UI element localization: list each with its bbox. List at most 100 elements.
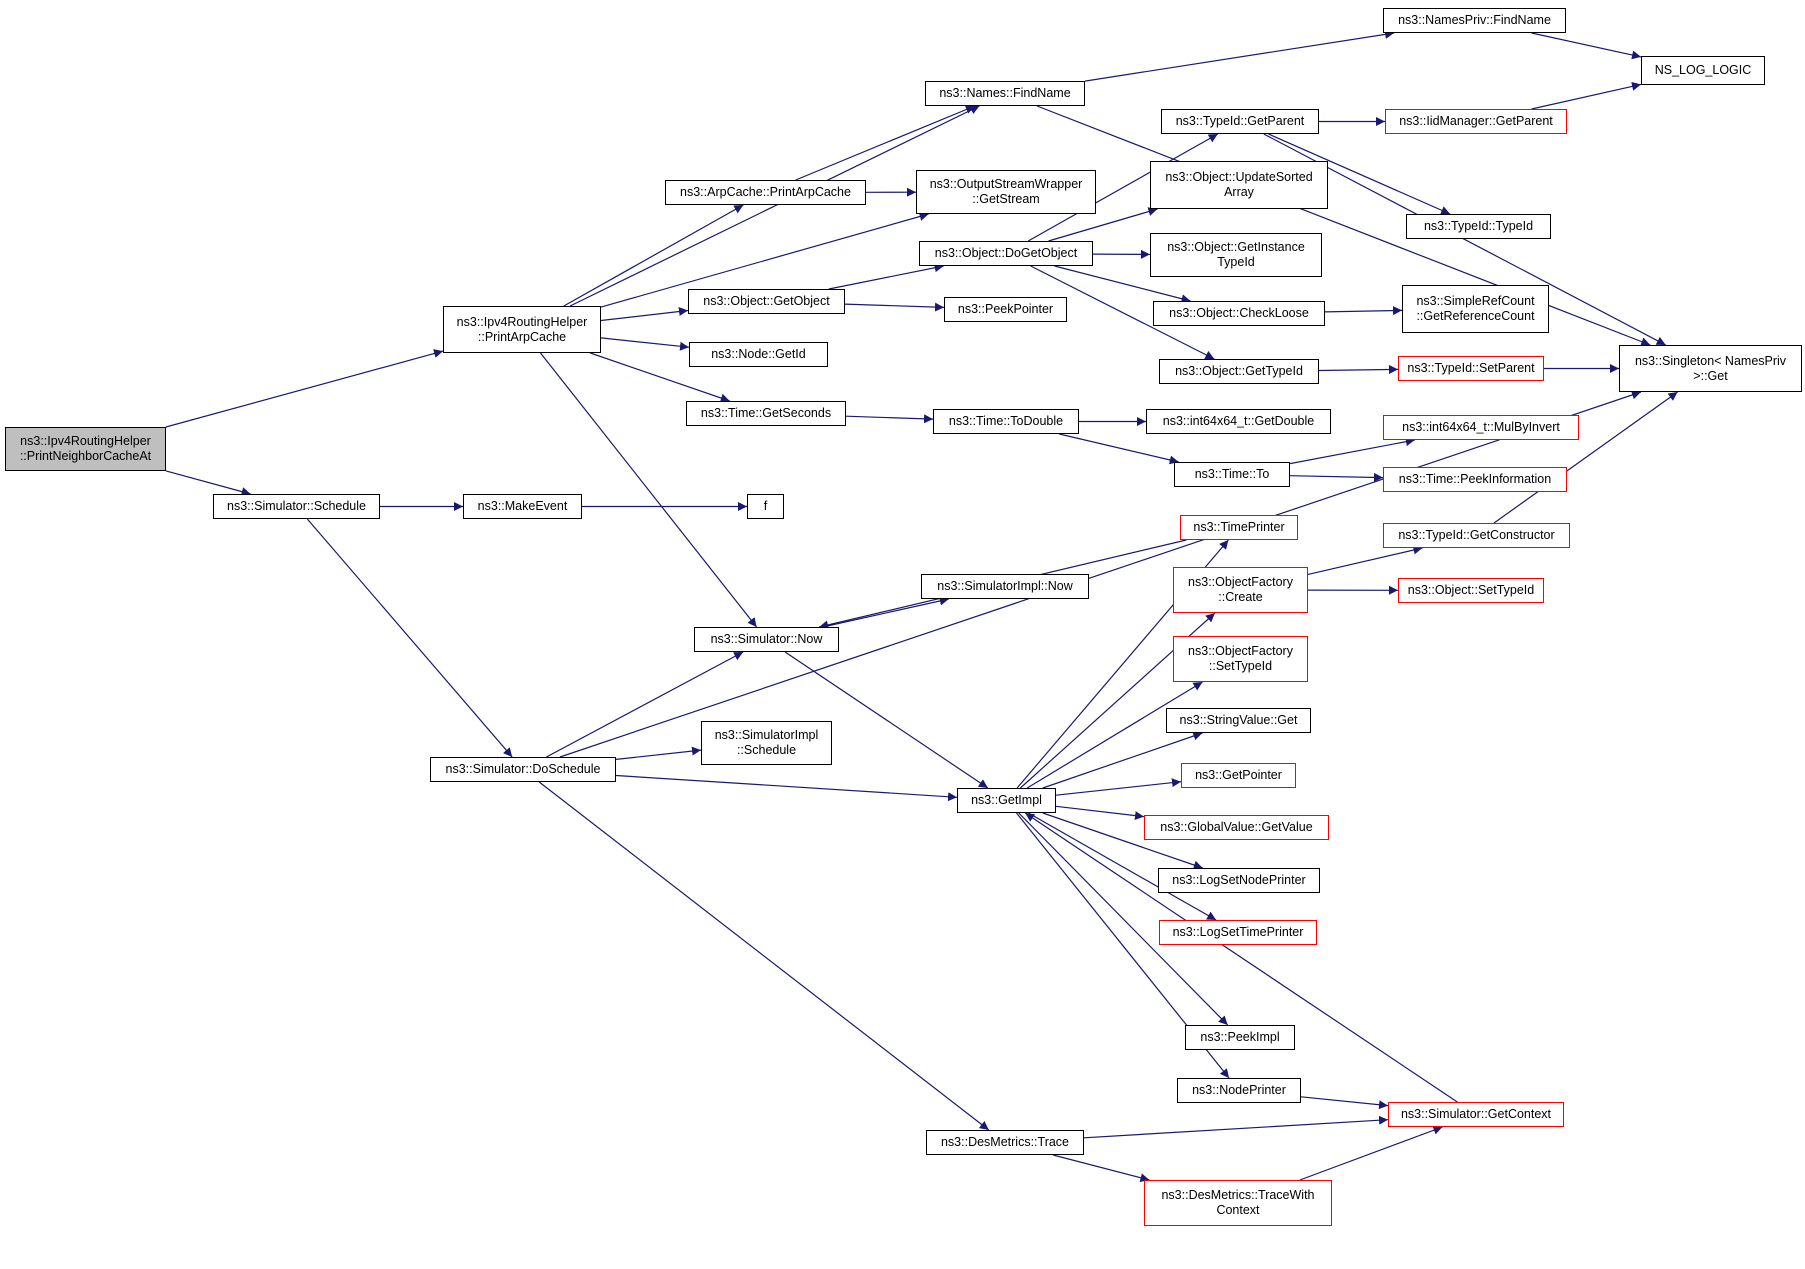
node-iidmanager-getparent[interactable]: ns3::IidManager::GetParent [1385, 109, 1567, 134]
edge-time_to-to-time_peekinfo [1289, 472, 1384, 482]
edge-getimpl-to-getpointer [1055, 778, 1182, 796]
node-node-getid[interactable]: ns3::Node::GetId [689, 342, 828, 367]
node-object-updatesortedarray[interactable]: ns3::Object::UpdateSorted Array [1150, 161, 1328, 209]
node-time-peekinformation[interactable]: ns3::Time::PeekInformation [1383, 467, 1567, 492]
edge-object_dogetobject-to-object_checkloose [1054, 265, 1191, 304]
node-timeprinter[interactable]: ns3::TimePrinter [1180, 515, 1298, 540]
node-globalvalue-getvalue[interactable]: ns3::GlobalValue::GetValue [1144, 815, 1329, 840]
node-time-todouble[interactable]: ns3::Time::ToDouble [933, 409, 1079, 434]
node-int64x64-mulbyinvert[interactable]: ns3::int64x64_t::MulByInvert [1383, 415, 1579, 440]
node-typeid-getconstructor[interactable]: ns3::TypeId::GetConstructor [1383, 523, 1570, 548]
edge-getimpl-to-globalvalue_getvalue [1055, 805, 1145, 821]
edge-typeid_getconstructor-to-singleton_get [1493, 391, 1678, 524]
edge-sim_doschedule-to-sim_now [546, 651, 744, 758]
node-desmetrics-tracewithcontext[interactable]: ns3::DesMetrics::TraceWith Context [1144, 1180, 1332, 1226]
edge-sim_doschedule-to-simimpl_schedule [615, 746, 702, 760]
edge-object_checkloose-to-simplerefcount [1324, 306, 1403, 316]
edge-root-to-printarpcache [165, 349, 444, 428]
edge-desmetrics_trace-to-desmetrics_tracewith [1052, 1154, 1150, 1183]
edge-typeid_getparent-to-singleton_get [1263, 133, 1666, 346]
node-logsetnodeprinter[interactable]: ns3::LogSetNodePrinter [1158, 868, 1320, 893]
edge-printarpcache-to-time_getseconds [590, 352, 730, 403]
edge-getimpl-to-objectfactory_settypeid [1026, 681, 1203, 789]
node-f[interactable]: f [747, 494, 784, 519]
edge-nodeprinter-to-sim_getcontext [1300, 1096, 1389, 1110]
edge-typeid_getparent-to-typeid_typeid [1268, 133, 1451, 215]
edge-printarpcache-to-object_getobject [600, 307, 689, 322]
edge-objectfactory_create-to-typeid_getconstructor [1307, 545, 1423, 575]
edge-iidmanager_getparent-to-ns_log_logic [1531, 81, 1642, 110]
node-logsettimeprinter[interactable]: ns3::LogSetTimePrinter [1159, 920, 1317, 945]
node-object-getinstancetypeid[interactable]: ns3::Object::GetInstance TypeId [1150, 233, 1322, 277]
node-getpointer[interactable]: ns3::GetPointer [1181, 763, 1296, 788]
node-object-getobject[interactable]: ns3::Object::GetObject [688, 289, 845, 314]
edge-sim_getcontext-to-getimpl [1024, 812, 1458, 1103]
node-time-getseconds[interactable]: ns3::Time::GetSeconds [686, 401, 846, 426]
node-peekimpl[interactable]: ns3::PeekImpl [1185, 1025, 1295, 1050]
edge-sim_now-to-getimpl [784, 651, 989, 789]
node-getimpl[interactable]: ns3::GetImpl [957, 788, 1056, 813]
edge-getimpl-to-logsettimeprinter [1028, 812, 1217, 921]
node-object-checkloose[interactable]: ns3::Object::CheckLoose [1153, 301, 1325, 326]
edge-namespriv_findname-to-ns_log_logic [1531, 32, 1642, 60]
node-typeid-typeid[interactable]: ns3::TypeId::TypeId [1406, 214, 1551, 239]
node-singleton-namespriv-get[interactable]: ns3::Singleton< NamesPriv >::Get [1619, 345, 1802, 392]
edge-sim_schedule-to-sim_doschedule [306, 518, 513, 758]
edge-object_dogetobject-to-object_updatesorted [1048, 207, 1158, 242]
edge-printarpcache-to-sim_now [540, 352, 758, 628]
node-ns-log-logic[interactable]: NS_LOG_LOGIC [1641, 56, 1765, 85]
edge-sim_now-to-simimpl_now [822, 596, 949, 628]
edge-getimpl-to-stringvalue_get [1042, 731, 1203, 789]
edge-desmetrics_tracewith-to-sim_getcontext [1299, 1125, 1443, 1181]
edge-time_todouble-to-time_to [1059, 433, 1179, 465]
node-typeid-getparent[interactable]: ns3::TypeId::GetParent [1161, 109, 1319, 134]
edge-printarpcache-to-names_findname [569, 105, 980, 307]
node-sim-schedule[interactable]: ns3::Simulator::Schedule [213, 494, 380, 519]
node-printarpcache[interactable]: ns3::Ipv4RoutingHelper ::PrintArpCache [443, 306, 601, 353]
edge-object_dogetobject-to-object_gettypeid [1030, 265, 1215, 360]
node-namespriv-findname[interactable]: ns3::NamesPriv::FindName [1383, 8, 1566, 33]
edge-root-to-sim_schedule [165, 470, 251, 496]
edge-object_gettypeid-to-typeid_setparent [1318, 365, 1399, 375]
node-sim-now[interactable]: ns3::Simulator::Now [694, 627, 839, 652]
edge-getimpl-to-logsetnodeprinter [1042, 812, 1203, 870]
edge-sim_doschedule-to-desmetrics_trace [538, 781, 990, 1131]
edge-time_to-to-int64_mulbyinvert [1289, 437, 1415, 465]
node-object-settypeid[interactable]: ns3::Object::SetTypeId [1398, 578, 1544, 603]
node-sim-doschedule[interactable]: ns3::Simulator::DoSchedule [430, 757, 616, 782]
edge-desmetrics_trace-to-sim_getcontext [1083, 1115, 1389, 1139]
node-objectfactory-create[interactable]: ns3::ObjectFactory ::Create [1173, 567, 1308, 613]
node-simimpl-now[interactable]: ns3::SimulatorImpl::Now [921, 574, 1089, 599]
node-names-findname[interactable]: ns3::Names::FindName [925, 81, 1085, 106]
edge-object_getobject-to-peekpointer [844, 302, 945, 312]
node-object-dogetobject[interactable]: ns3::Object::DoGetObject [919, 241, 1093, 266]
node-int64x64-getdouble[interactable]: ns3::int64x64_t::GetDouble [1146, 409, 1331, 434]
edge-object_dogetobject-to-typeid_getparent [1027, 133, 1219, 242]
node-root[interactable]: ns3::Ipv4RoutingHelper ::PrintNeighborCa… [5, 427, 166, 471]
node-outputstreamwrapper-getstream[interactable]: ns3::OutputStreamWrapper ::GetStream [916, 170, 1096, 214]
node-simplerefcount-getreferencecount[interactable]: ns3::SimpleRefCount ::GetReferenceCount [1402, 285, 1549, 333]
node-peekpointer[interactable]: ns3::PeekPointer [944, 297, 1067, 322]
edge-getimpl-to-peekimpl [1018, 812, 1229, 1026]
edge-printarpcache-to-arpcache_print [563, 204, 744, 307]
edge-printarpcache-to-node_getid [600, 337, 690, 351]
node-sim-getcontext[interactable]: ns3::Simulator::GetContext [1388, 1102, 1564, 1127]
node-stringvalue-get[interactable]: ns3::StringValue::Get [1166, 708, 1311, 733]
node-nodeprinter[interactable]: ns3::NodePrinter [1177, 1078, 1301, 1103]
node-arpcache-printarpcache[interactable]: ns3::ArpCache::PrintArpCache [665, 180, 866, 205]
edge-arpcache_print-to-names_findname [795, 105, 976, 181]
edge-sim_doschedule-to-getimpl [615, 774, 958, 802]
edge-object_getobject-to-object_dogetobject [828, 263, 944, 290]
edge-time_getseconds-to-time_todouble [845, 414, 934, 424]
edge-printarpcache-to-osw_getstream [600, 212, 929, 308]
edge-names_findname-to-namespriv_findname [1084, 29, 1395, 82]
node-typeid-setparent[interactable]: ns3::TypeId::SetParent [1398, 356, 1544, 381]
node-simimpl-schedule[interactable]: ns3::SimulatorImpl ::Schedule [701, 721, 832, 765]
node-object-gettypeid[interactable]: ns3::Object::GetTypeId [1159, 359, 1319, 384]
edge-sim_doschedule-to-singleton_get [559, 390, 1642, 758]
node-objectfactory-settypeid[interactable]: ns3::ObjectFactory ::SetTypeId [1173, 636, 1308, 682]
node-makeevent[interactable]: ns3::MakeEvent [463, 494, 582, 519]
node-desmetrics-trace[interactable]: ns3::DesMetrics::Trace [926, 1130, 1084, 1155]
node-time-to[interactable]: ns3::Time::To [1174, 462, 1290, 487]
